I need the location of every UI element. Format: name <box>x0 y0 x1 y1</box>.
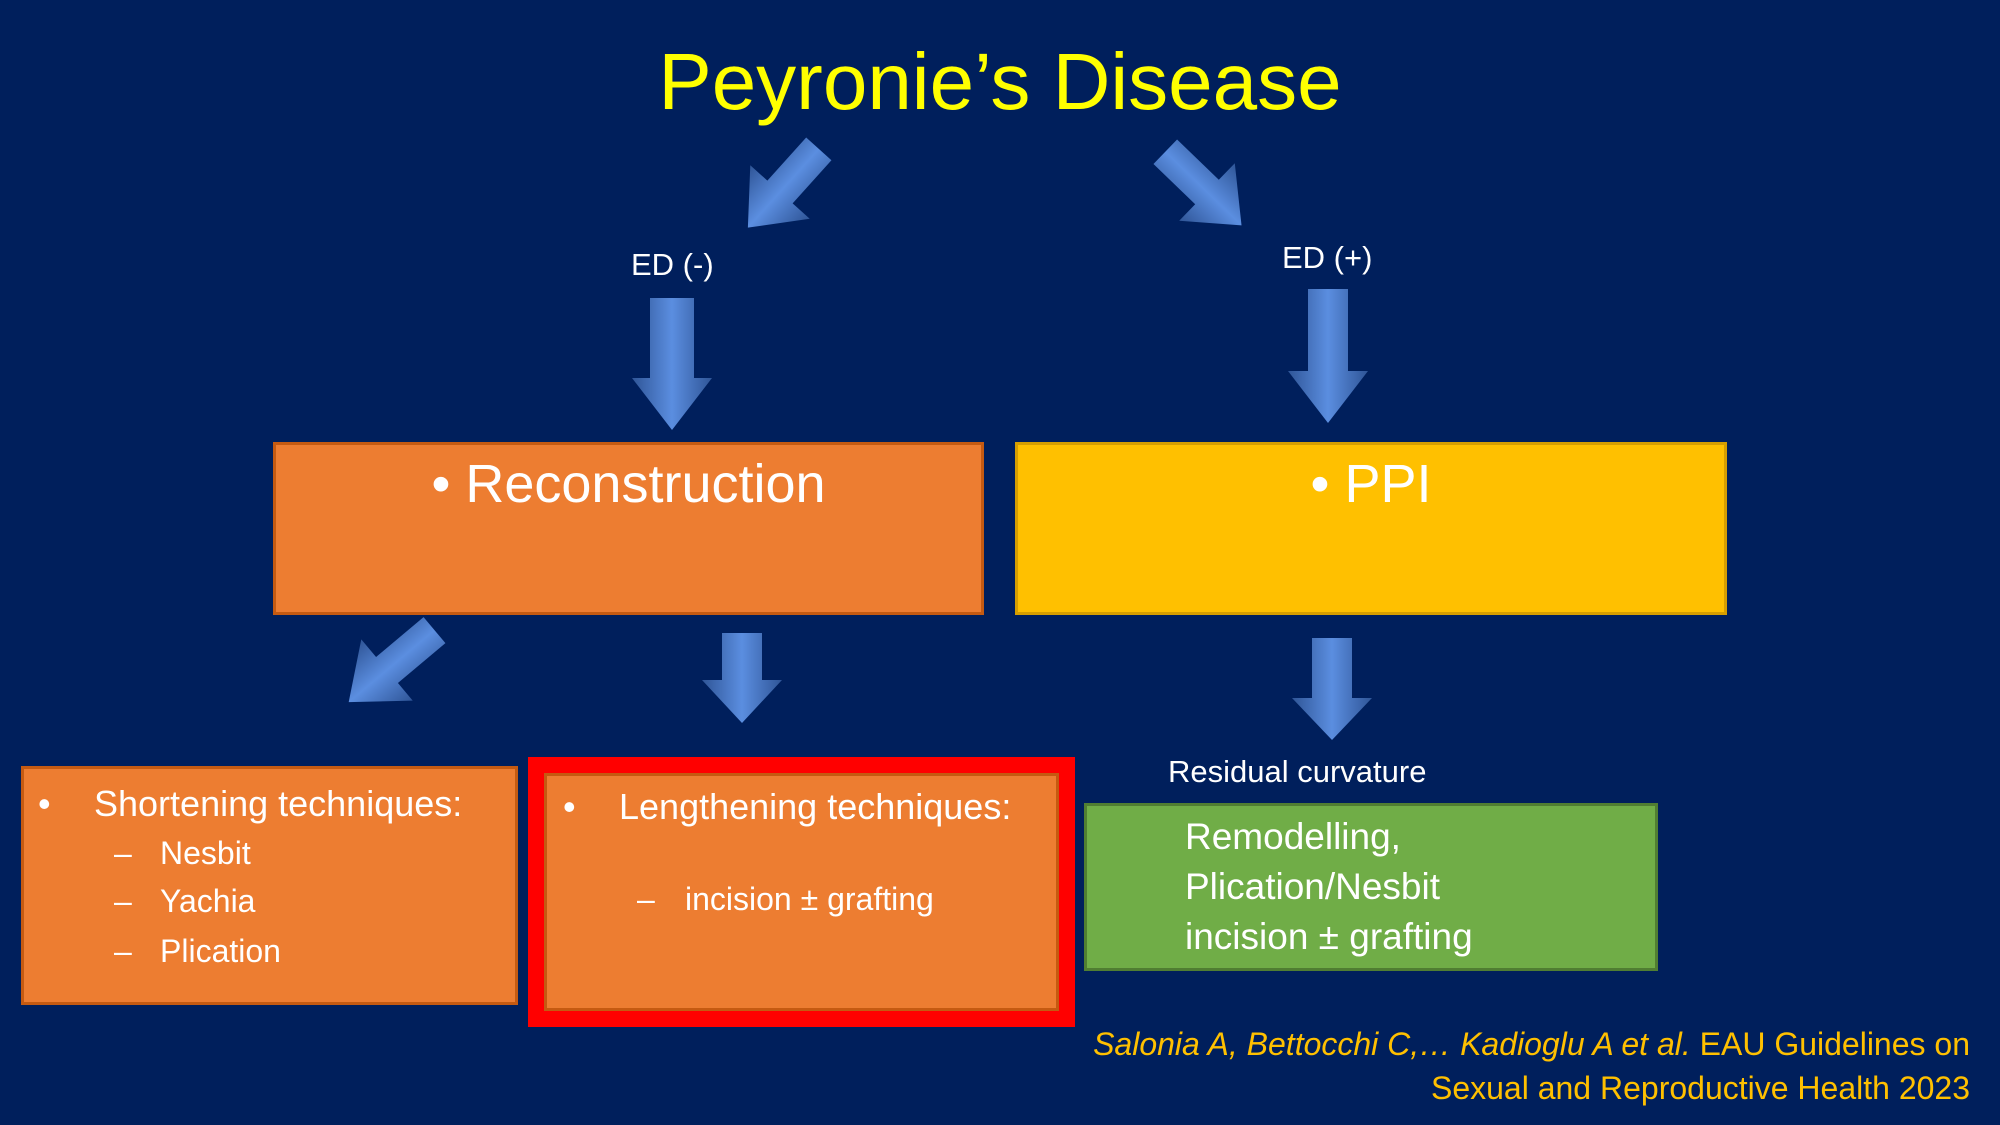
citation-authors: Salonia A, Bettocchi C,… Kadioglu A et a… <box>1093 1026 1691 1062</box>
residual-curvature-label: Residual curvature <box>1168 754 1427 789</box>
shortening-item-nesbit: Nesbit <box>160 835 251 871</box>
highlight-frame <box>528 757 1075 1027</box>
remodelling-line-3: incision ± grafting <box>1185 916 1473 957</box>
shortening-bullet: • <box>38 783 51 824</box>
bullet: • <box>431 454 451 514</box>
reconstruction-heading: • Reconstruction <box>276 453 981 515</box>
ed-positive-label: ED (+) <box>1282 240 1373 275</box>
citation-line-2: Sexual and Reproductive Health 2023 <box>1430 1070 1970 1106</box>
ppi-label: PPI <box>1344 454 1432 514</box>
dash: – <box>637 881 655 917</box>
ppi-box: • PPI <box>1015 442 1727 615</box>
citation-line-1: Salonia A, Bettocchi C,… Kadioglu A et a… <box>1093 1022 1970 1066</box>
shortening-item-yachia: Yachia <box>160 883 256 919</box>
ppi-heading: • PPI <box>1018 453 1724 515</box>
bullet: • <box>1310 454 1330 514</box>
ed-negative-label: ED (-) <box>631 247 714 282</box>
reconstruction-label: Reconstruction <box>465 454 826 514</box>
reconstruction-box: • Reconstruction <box>273 442 984 615</box>
dash: – <box>114 933 132 969</box>
dash: – <box>114 883 132 919</box>
dash: – <box>114 835 132 871</box>
lengthening-heading: Lengthening techniques: <box>619 786 1012 827</box>
lengthening-box: • Lengthening techniques: – incision ± g… <box>544 773 1059 1011</box>
citation: Salonia A, Bettocchi C,… Kadioglu A et a… <box>1093 1022 1970 1110</box>
shortening-box: • Shortening techniques: – Nesbit – Yach… <box>21 766 518 1005</box>
page-title: Peyronie’s Disease <box>658 37 1342 126</box>
remodelling-line-2: Plication/Nesbit <box>1185 866 1441 907</box>
remodelling-line-1: Remodelling, <box>1185 816 1401 857</box>
remodelling-box: Remodelling, Plication/Nesbit incision ±… <box>1084 803 1658 971</box>
shortening-item-plication: Plication <box>160 933 281 969</box>
lengthening-item-incision: incision ± grafting <box>685 881 934 917</box>
lengthening-bullet: • <box>563 786 576 827</box>
shortening-heading: Shortening techniques: <box>94 783 463 824</box>
citation-source: EAU Guidelines on <box>1690 1026 1970 1062</box>
